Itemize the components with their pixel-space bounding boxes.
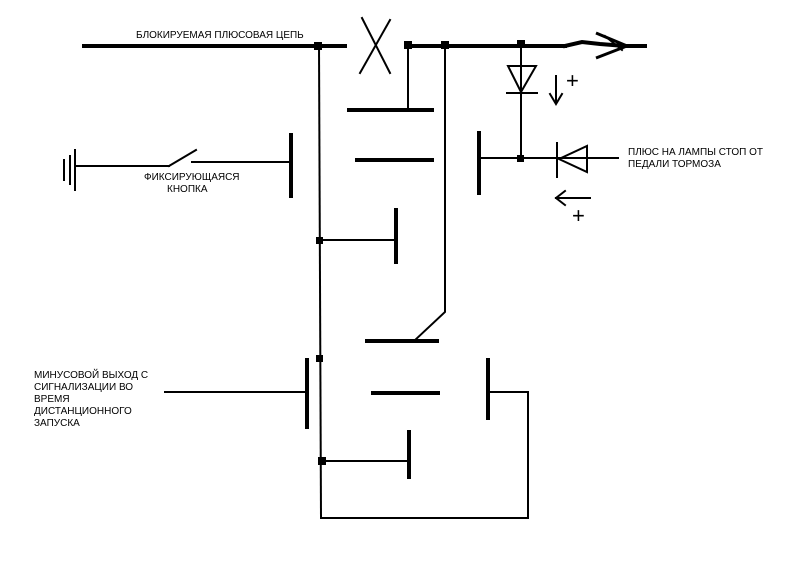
brake-lamp-plus-label-line1: ПЛЮС НА ЛАМПЫ СТОП ОТ (628, 147, 763, 158)
right-vertical-wire (412, 45, 446, 343)
brake-lamp-plus-label-line2: ПЕДАЛИ ТОРМОЗА (628, 159, 721, 170)
alarm-minus-label-line4: ДИСТАНЦИОННОГО (34, 406, 132, 417)
plus-sign-bottom: + (572, 203, 585, 228)
output-arrow-line (562, 39, 647, 49)
brake-diode-triangle (556, 144, 588, 174)
alarm-minus-label-line3: ВРЕМЯ (34, 394, 70, 405)
left-vertical-bus (317, 44, 323, 520)
break-cross-b (358, 18, 392, 75)
plus-sign-top: + (566, 68, 579, 93)
alarm-minus-label-line5: ЗАПУСКА (34, 418, 80, 429)
latching-button-label-line2: КНОПКА (167, 184, 208, 195)
brake-current-arrowhead (554, 189, 567, 207)
alarm-minus-label-line2: СИГНАЛИЗАЦИИ ВО (34, 382, 134, 393)
top-current-arrowhead (548, 92, 564, 106)
alarm-minus-label-line1: МИНУСОВОЙ ВЫХОД С (34, 370, 149, 381)
blocked-positive-circuit-label: БЛОКИРУЕМАЯ ПЛЮСОВАЯ ЦЕПЬ (136, 30, 304, 41)
top-diode-triangle (506, 65, 538, 95)
output-arrow-hatch (603, 34, 624, 52)
junction-dot (517, 40, 525, 48)
bottom-loop-wire (320, 391, 529, 519)
latching-button-label-line1: ФИКСИРУЮЩАЯСЯ (144, 172, 240, 183)
latching-button-lever (167, 148, 198, 168)
